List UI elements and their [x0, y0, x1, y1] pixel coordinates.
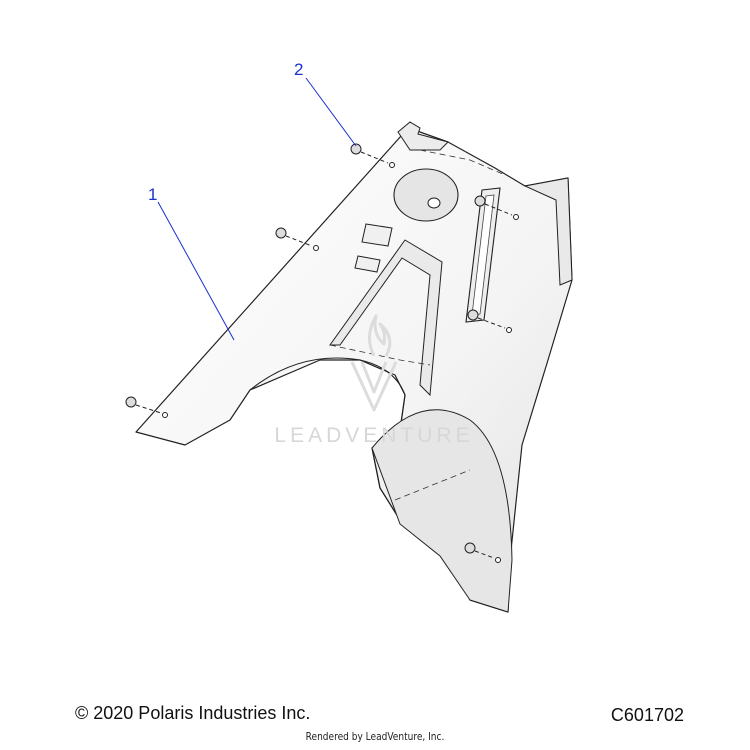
callout-1-leader	[157, 201, 235, 341]
circular-recess	[393, 168, 459, 222]
fastener-top	[350, 143, 395, 168]
fastener-slot-top	[474, 195, 519, 220]
fastener-group	[125, 143, 519, 563]
rendered-by-credit: Rendered by LeadVenture, Inc.	[305, 730, 445, 743]
top-flange	[397, 121, 449, 151]
side-return	[523, 177, 573, 286]
lower-skirt	[371, 409, 513, 613]
watermark-logo	[350, 314, 398, 412]
fastener-left-upper	[275, 227, 319, 251]
recess-hole	[427, 197, 441, 209]
callout-2-label: 2	[294, 60, 303, 79]
slot-inner	[471, 194, 495, 316]
callout-1-label: 1	[148, 185, 157, 204]
callout-2-leader	[305, 77, 357, 147]
cutout-lower	[354, 255, 381, 273]
fastener-slot-bottom	[467, 309, 512, 333]
diagonal-rib	[329, 239, 443, 397]
fastener-bottom	[464, 542, 501, 563]
hidden-lines	[329, 149, 506, 501]
drawing-number: C601702	[610, 705, 684, 725]
watermark-text: LEADVENTURE	[274, 424, 473, 447]
fastener-left-lower	[125, 396, 168, 418]
copyright-notice: © 2020 Polaris Industries Inc.	[75, 703, 311, 723]
cutout-upper	[361, 223, 393, 247]
